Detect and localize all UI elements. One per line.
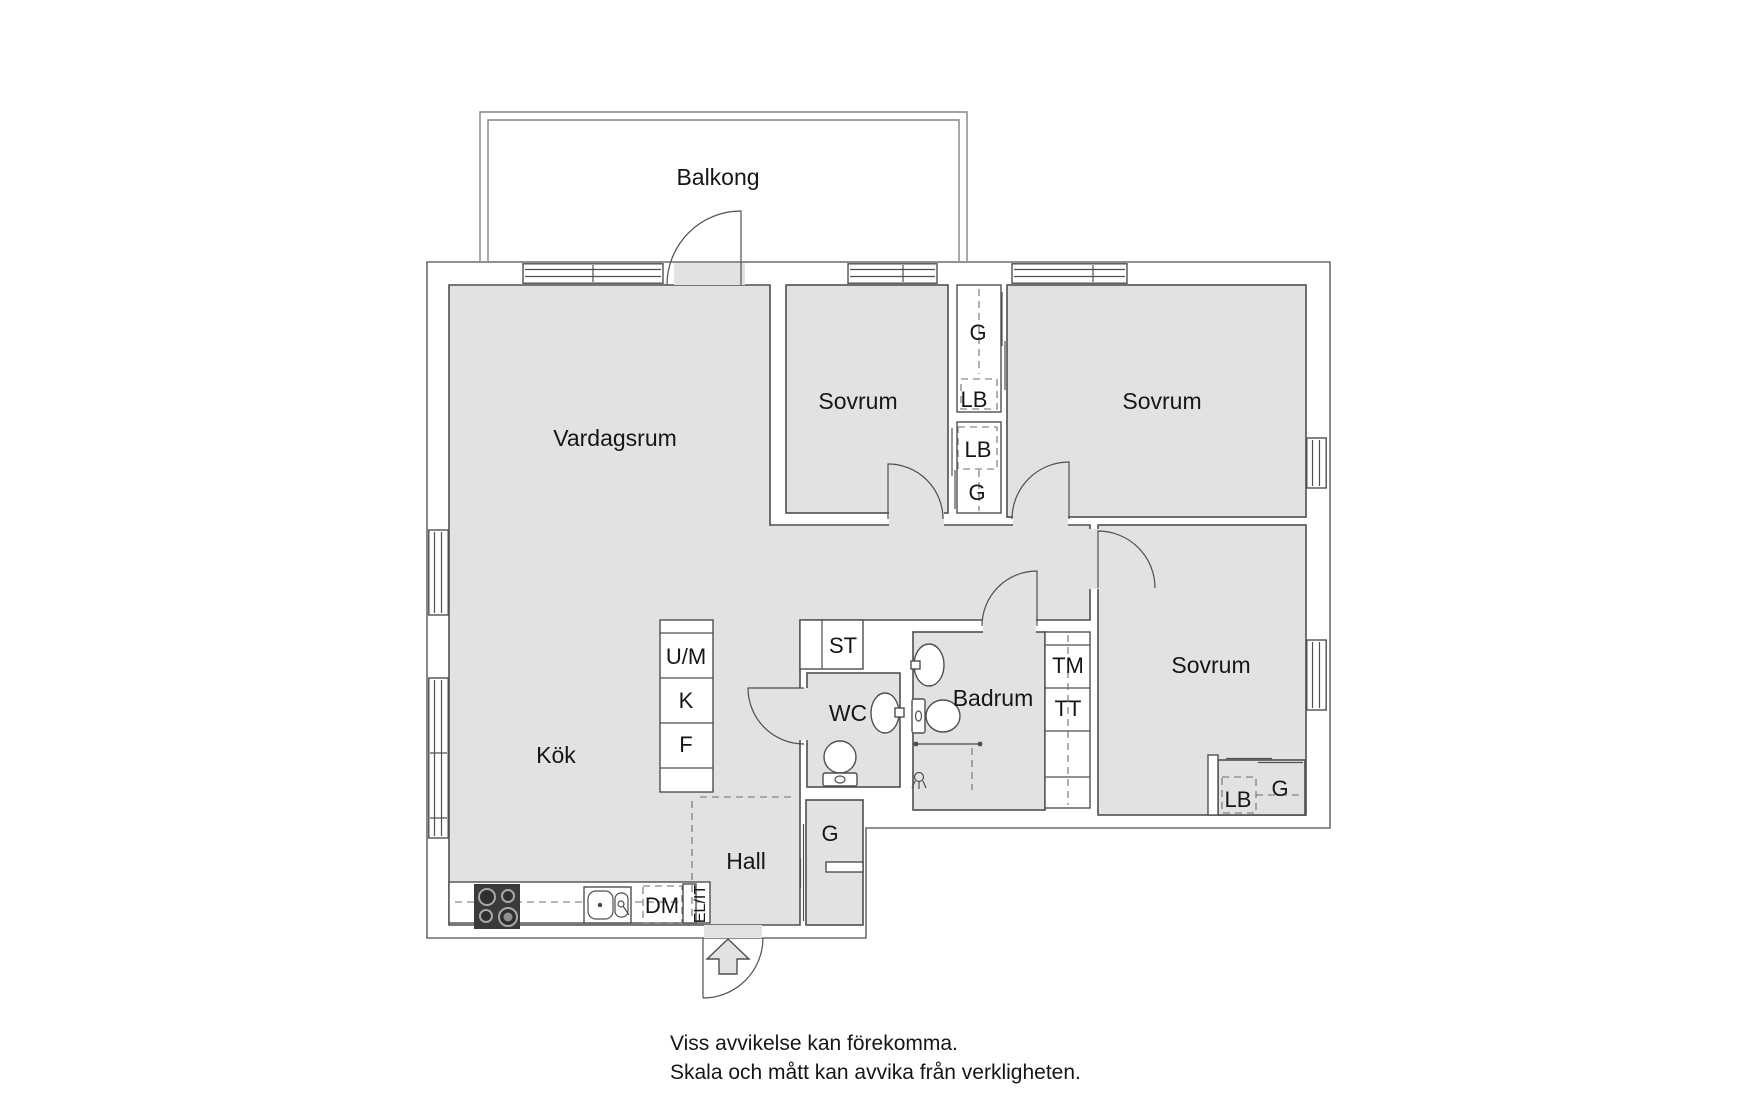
wardrobe-top-label: G	[969, 320, 986, 345]
bathroom-door-arc	[981, 570, 1038, 627]
wardrobe-bedroom3-label: G	[1271, 776, 1288, 801]
window-bedroom2-right	[1306, 437, 1327, 489]
windows	[428, 263, 1327, 839]
bathroom-label: Badrum	[953, 685, 1034, 711]
dishwasher-outline	[642, 885, 683, 924]
linen-top-label: LB	[961, 387, 988, 412]
living-room-label: Vardagsrum	[553, 425, 677, 451]
bedroom3-door-arc	[1097, 530, 1156, 589]
wardrobe-hall-label: G	[821, 821, 838, 846]
washbasin-icon	[870, 692, 905, 734]
linen-bedroom3-label: LB	[1225, 787, 1252, 812]
room-living-kitchen-hall	[448, 284, 1091, 926]
bedroom3-label: Sovrum	[1171, 652, 1250, 678]
bedroom2-door-opening	[1013, 516, 1068, 526]
electrical-cabinet	[682, 883, 697, 924]
wc-door-arc	[747, 687, 805, 745]
linen-mid-label: LB	[965, 437, 992, 462]
window-bedroom3-right	[1306, 639, 1327, 711]
shower-icon	[911, 741, 983, 790]
door-openings	[674, 263, 1099, 938]
closet-boxes	[659, 284, 1219, 873]
disclaimer: Viss avvikelse kan förekomma. Skala och …	[670, 1032, 1081, 1084]
balcony-label: Balkong	[676, 164, 759, 190]
entrance-opening	[704, 925, 762, 938]
tumble-dryer-label: TT	[1055, 696, 1082, 721]
dashed-details	[691, 289, 1303, 921]
stove-icon	[474, 884, 520, 929]
hall-closet-stub-wall	[825, 861, 864, 873]
disclaimer-line2: Skala och mått kan avvika från verklighe…	[670, 1061, 1081, 1084]
cleaning-closet-label: ST	[829, 633, 857, 658]
bedroom1-door-opening	[889, 512, 944, 526]
balcony	[479, 111, 968, 261]
top-closet-sliding-door	[1001, 292, 1006, 390]
toilet-icon	[822, 740, 858, 787]
hall-label: Hall	[726, 848, 766, 874]
kitchen-tall-unit	[659, 619, 714, 793]
bedroom2-door-arc	[1011, 461, 1070, 520]
dishwasher-label: DM	[645, 893, 679, 918]
washing-machine-label: TM	[1052, 653, 1084, 678]
sink-icon	[583, 886, 632, 924]
bedroom3-closet-sliding-door	[1226, 757, 1303, 764]
bedroom3-closet	[1217, 759, 1306, 816]
bedroom1-door-arc	[887, 463, 944, 520]
kitchen-label: Kök	[536, 742, 576, 768]
balcony-door-arc	[666, 210, 742, 286]
wc-label: WC	[829, 700, 867, 726]
window-bedroom2-top	[1011, 263, 1128, 284]
kitchen-counter	[448, 881, 711, 929]
sliding-doors	[799, 292, 1303, 921]
wc-fixtures	[822, 692, 905, 787]
bedroom2-label: Sovrum	[1122, 388, 1201, 414]
washbasin-icon	[910, 643, 945, 687]
fridge-label: K	[679, 688, 694, 713]
bathroom-fixtures	[910, 643, 983, 790]
wc-door-opening	[799, 688, 808, 740]
wardrobe-mid-label: G	[968, 480, 985, 505]
entrance-door-arc	[702, 937, 764, 999]
mid-closet-sliding-door	[951, 428, 956, 509]
balcony-outer-wall	[479, 111, 968, 261]
disclaimer-line1: Viss avvikelse kan förekomma.	[670, 1032, 958, 1055]
window-living-room	[522, 263, 664, 284]
balcony-inner-wall	[487, 119, 960, 261]
window-living-left	[428, 529, 449, 616]
mid-closet-lb-outline	[957, 426, 998, 470]
microwave-label: U/M	[666, 644, 706, 669]
bedroom3-door-opening	[1089, 529, 1099, 589]
labels: Balkong Vardagsrum Kök Hall Sovrum Sovru…	[536, 164, 1288, 923]
bathroom-door-opening	[983, 619, 1036, 633]
balcony-door-opening	[674, 263, 745, 285]
hall-closet-sliding-door	[799, 824, 805, 921]
bedroom3-closet-wall	[1207, 754, 1219, 816]
entrance-arrow-icon	[705, 938, 751, 975]
room-bedroom-2	[1006, 284, 1307, 518]
cleaning-closet-box	[799, 619, 864, 670]
window-kitchen-left	[428, 677, 449, 839]
toilet-icon	[911, 698, 961, 734]
window-bedroom1	[847, 263, 938, 284]
top-closet-lb-outline	[960, 378, 998, 410]
freezer-label: F	[679, 732, 692, 757]
electrical-label: EL/IT	[692, 885, 709, 923]
doors	[666, 210, 1156, 999]
bedroom1-label: Sovrum	[818, 388, 897, 414]
